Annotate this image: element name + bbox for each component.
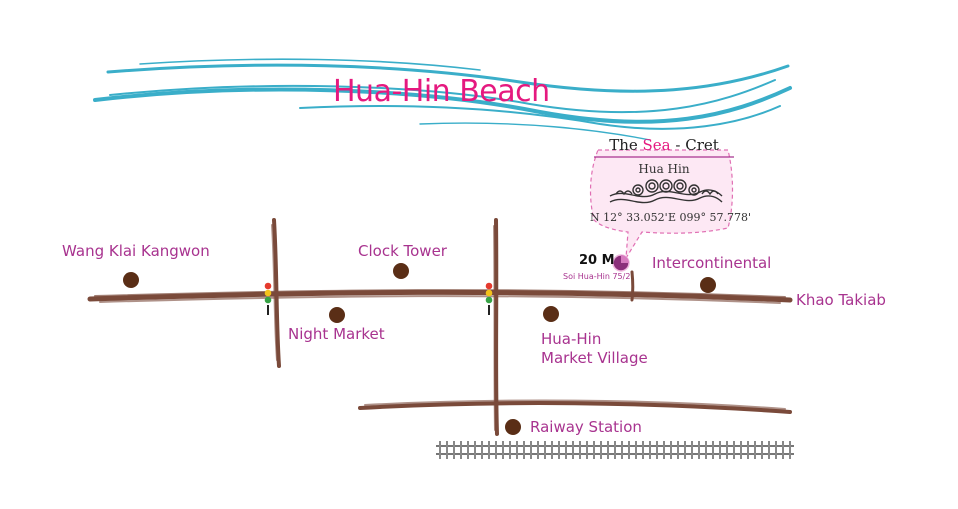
sea-wave-icon	[93, 58, 792, 141]
hotel-callout-bubble	[589, 149, 734, 259]
hotel-name-suffix: - Cret	[675, 136, 719, 154]
road-west-cross	[271, 218, 281, 368]
railway-track-icon	[436, 441, 794, 459]
hotel-name: The Sea - Cret	[594, 136, 734, 154]
label-intercontinental: Intercontinental	[652, 254, 772, 272]
main-road	[87, 289, 793, 304]
marker-night-market	[329, 307, 345, 323]
label-market-village: Hua-Hin Market Village	[541, 330, 648, 368]
label-clock-tower: Clock Tower	[358, 242, 447, 260]
hotel-distance: 20 M	[579, 253, 615, 268]
label-khao-takiab: Khao Takiab	[796, 291, 886, 309]
map-title: Hua-Hin Beach	[333, 74, 550, 109]
hotel-longitude: E 099° 57.778'	[668, 211, 752, 224]
marker-railway-station	[505, 419, 521, 435]
hotel-name-prefix: The	[609, 136, 638, 154]
road-central-cross	[493, 218, 499, 436]
sea-wave-logo-icon	[609, 179, 723, 204]
marker-wang-klai	[123, 272, 139, 288]
hotel-location: Hua Hin	[638, 162, 690, 176]
hotel-pin-icon	[612, 254, 630, 272]
label-market-village-line1: Hua-Hin	[541, 330, 602, 348]
hotel-latitude: N 12° 33.052'	[590, 211, 668, 224]
traffic-light-icon	[485, 282, 493, 315]
traffic-light-icon	[264, 282, 272, 315]
hotel-soi: Soi Hua-Hin 75/2	[563, 272, 631, 281]
label-night-market: Night Market	[288, 325, 385, 343]
label-railway-station: Raiway Station	[530, 418, 642, 436]
railway-road	[358, 399, 792, 414]
marker-clock-tower	[393, 263, 409, 279]
soi-road	[630, 270, 635, 302]
hotel-name-highlight: Sea	[642, 136, 671, 154]
marker-market-village	[543, 306, 559, 322]
label-market-village-line2: Market Village	[541, 348, 648, 367]
marker-intercontinental	[700, 277, 716, 293]
label-wang-klai: Wang Klai Kangwon	[62, 242, 210, 260]
